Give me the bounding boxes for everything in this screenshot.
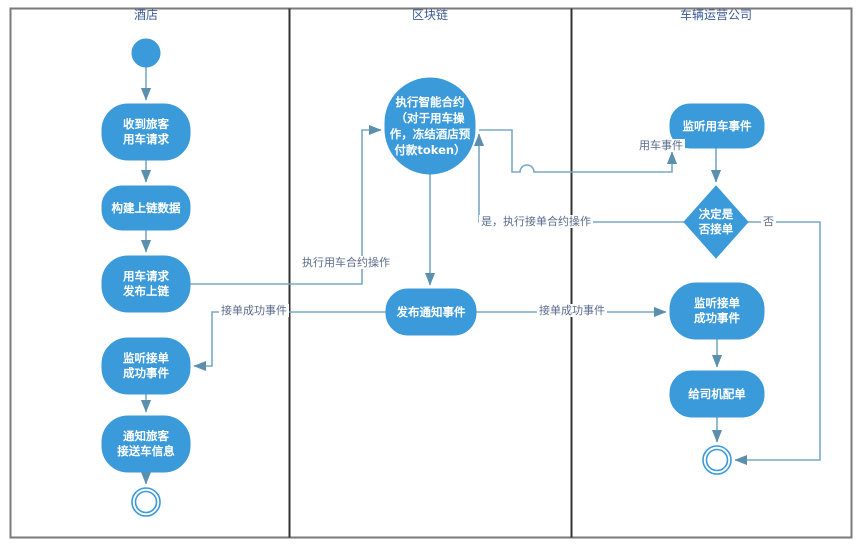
node-build-onchain-data bbox=[101, 185, 191, 231]
nodes-layer bbox=[101, 38, 765, 517]
lane-title-blockchain: 区块链 bbox=[411, 8, 448, 22]
node-start-hotel bbox=[131, 38, 161, 68]
edge-label-ride-event: 用车事件 bbox=[637, 139, 685, 152]
node-execute-smart-contract bbox=[384, 77, 476, 175]
node-end-hotel bbox=[131, 487, 161, 517]
node-receive-request bbox=[101, 103, 191, 161]
lane-title-operator: 车辆运营公司 bbox=[679, 8, 752, 22]
node-listen-accept-success-op bbox=[669, 282, 765, 340]
node-decide-accept-order bbox=[683, 185, 749, 259]
node-dispatch-driver bbox=[669, 370, 765, 418]
edge-decide-no-to-end bbox=[734, 221, 821, 466]
node-listen-accept-success-hotel bbox=[101, 337, 191, 395]
edge-label-exec-ride-contract: 执行用车合约操作 bbox=[300, 256, 392, 269]
node-end-operator bbox=[702, 445, 732, 475]
edge-label-accept-success-left: 接单成功事件 bbox=[219, 304, 289, 317]
edge-label-accept-success-right: 接单成功事件 bbox=[537, 304, 607, 317]
edge-notify-to-hotel-listen bbox=[193, 311, 386, 372]
edge-label-yes-exec-accept-contract: 是，执行接单合约操作 bbox=[479, 215, 593, 228]
edge-label-no: 否 bbox=[761, 215, 776, 228]
node-listen-ride-event bbox=[669, 103, 765, 149]
lane-title-hotel: 酒店 bbox=[133, 8, 158, 22]
edge-publish-to-contract bbox=[190, 124, 382, 285]
node-publish-request-onchain bbox=[101, 255, 191, 313]
edge-contract-to-listen-ride bbox=[479, 129, 678, 173]
node-publish-notify-event bbox=[385, 288, 477, 336]
node-notify-passenger bbox=[101, 415, 191, 473]
